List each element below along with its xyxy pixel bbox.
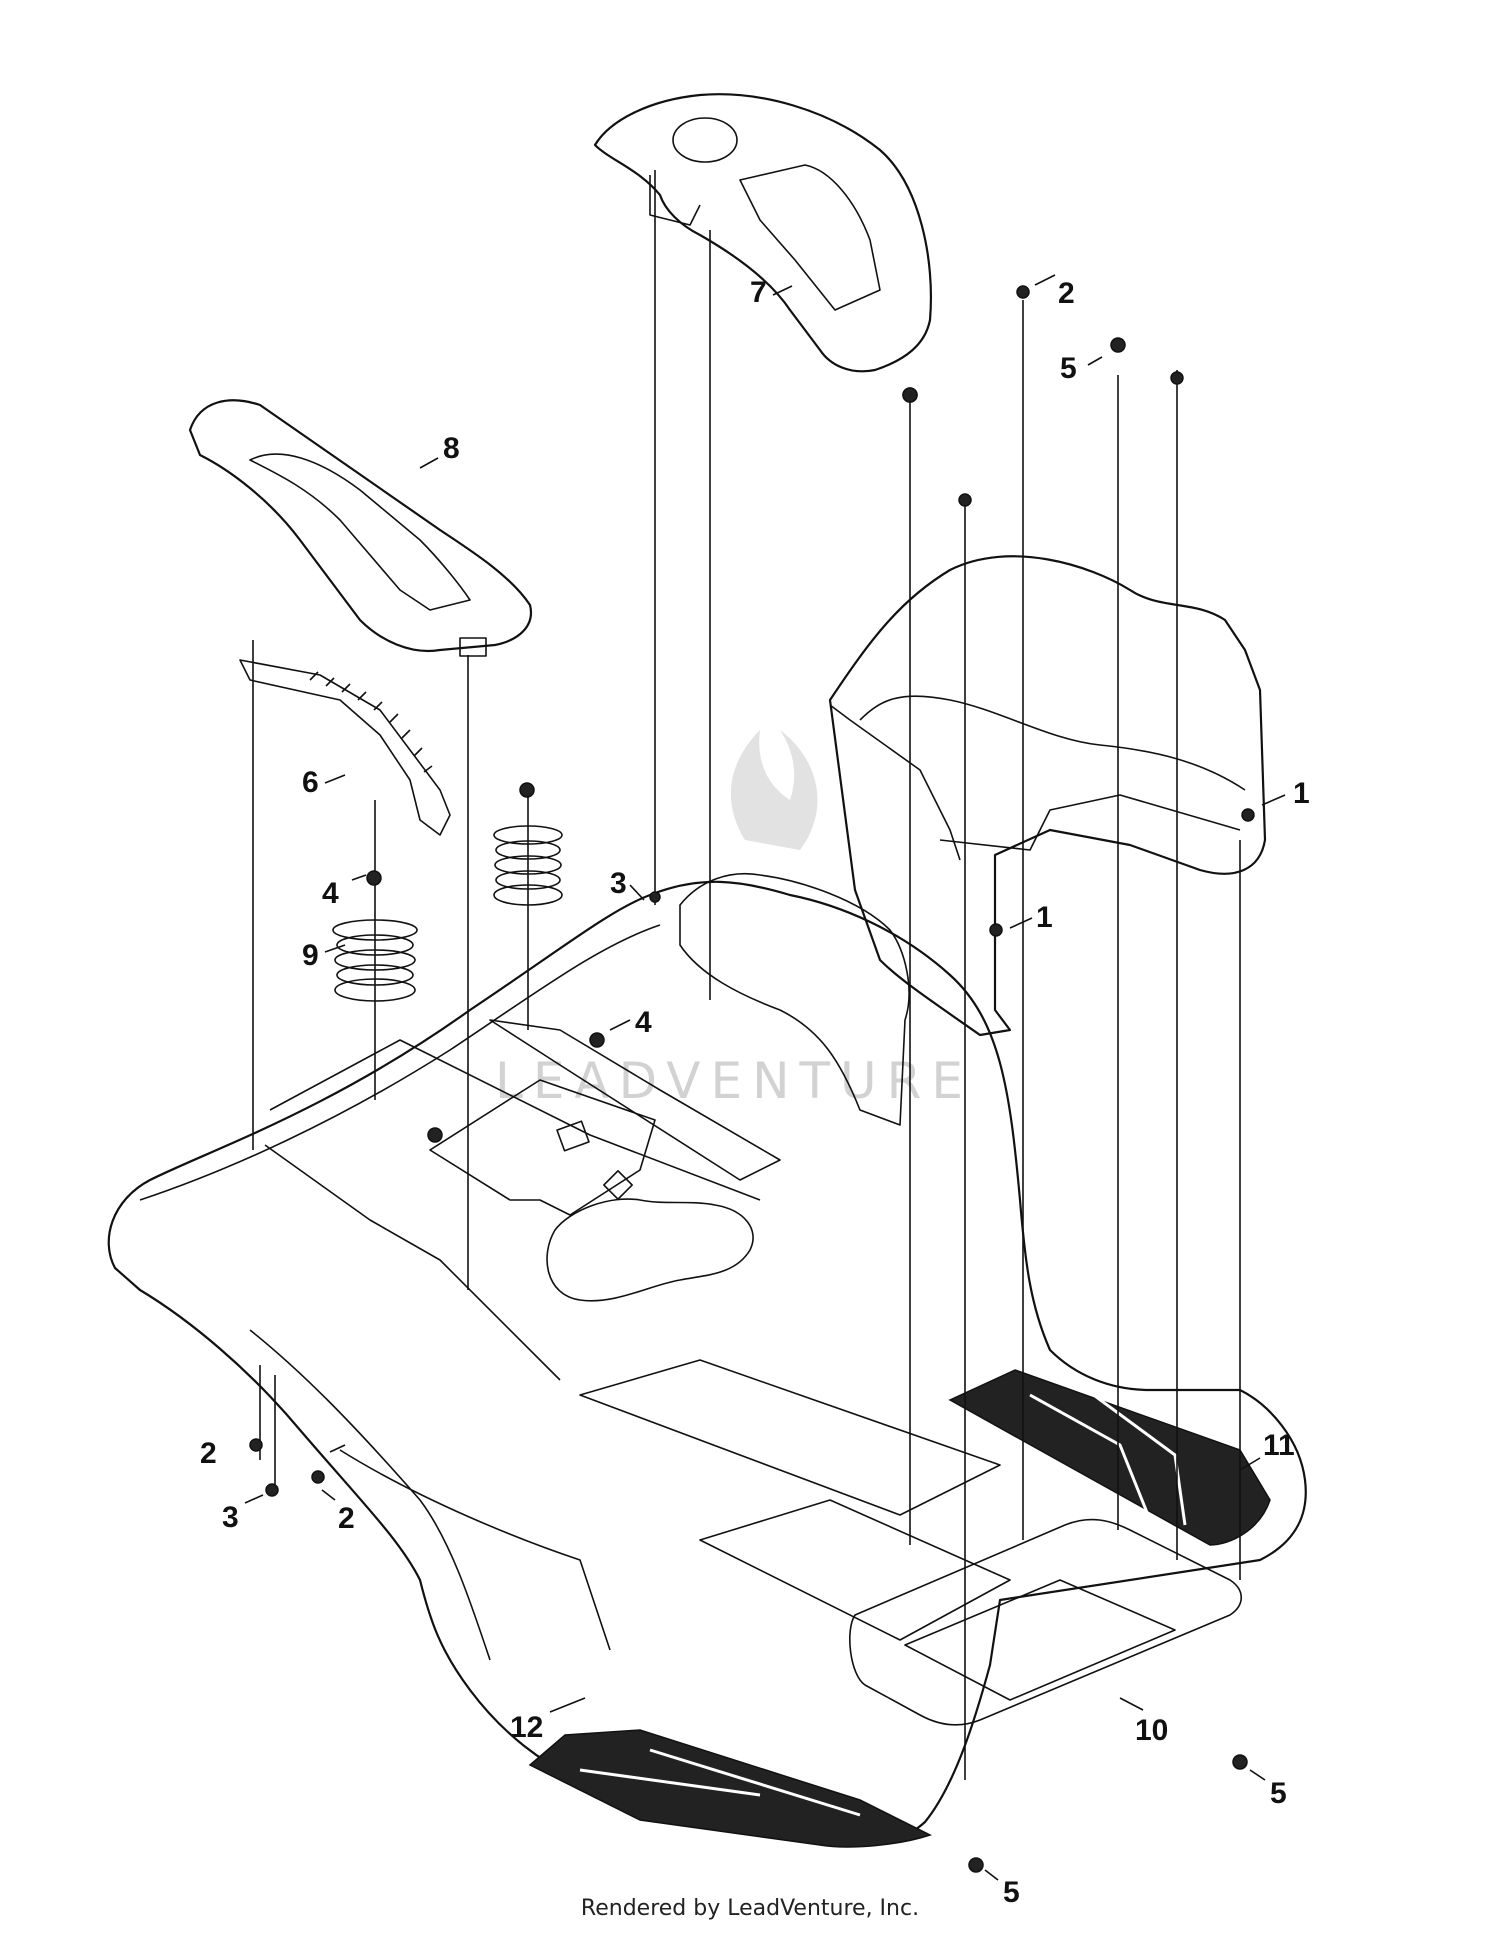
callout-4-left: 4	[322, 877, 339, 910]
bolt-center	[427, 1127, 443, 1143]
nut-center-right	[958, 493, 972, 507]
screw-2-top	[1016, 285, 1030, 299]
callout-6: 6	[302, 766, 319, 799]
console-cup-holder	[593, 93, 933, 373]
callout-3-left: 3	[222, 1501, 239, 1534]
seat-mount-plate	[429, 1079, 754, 1302]
screw-2-left	[249, 1438, 263, 1452]
screw-1-center	[989, 923, 1003, 937]
bolt-top	[519, 782, 535, 798]
callout-5-bottom: 5	[1003, 1876, 1020, 1909]
callout-4-center: 4	[635, 1006, 652, 1039]
nut-5-bottom	[968, 1857, 984, 1873]
callout-2-top: 2	[1058, 277, 1075, 310]
callout-2-left: 2	[200, 1437, 217, 1470]
callout-10: 10	[1135, 1714, 1168, 1747]
callout-labels: 1 1 2 2 2 3 3 4 4 5 5 5 6 7 8 9 10 11 12	[200, 276, 1310, 1909]
callout-1-right: 1	[1293, 777, 1310, 810]
stud-3	[649, 891, 661, 903]
watermark: LEADVENTURE	[495, 730, 973, 1110]
seat-adjust-bracket	[239, 659, 451, 836]
floor-mat-right	[948, 1369, 1271, 1546]
nut-5-top	[1110, 337, 1126, 353]
screw-2-bottom	[311, 1470, 325, 1484]
screw-3-left	[265, 1483, 279, 1497]
bolt-4	[366, 870, 382, 886]
console-top-left	[188, 399, 533, 657]
callout-5-top: 5	[1060, 352, 1077, 385]
callout-11: 11	[1263, 1429, 1295, 1462]
floor-pan	[849, 1518, 1243, 1726]
callout-8: 8	[443, 432, 460, 465]
callout-12: 12	[510, 1711, 543, 1744]
callout-5-right: 5	[1270, 1777, 1287, 1810]
footer-credit: Rendered by LeadVenture, Inc.	[580, 1896, 920, 1921]
callout-1-center: 1	[1036, 901, 1053, 934]
rear-fender-body	[107, 880, 1307, 1847]
leader-lines	[244, 274, 1286, 1881]
bolt-4-center	[589, 1032, 605, 1048]
callout-2-bottom: 2	[338, 1502, 355, 1535]
watermark-text: LEADVENTURE	[495, 1052, 973, 1110]
callout-7: 7	[750, 276, 767, 309]
nut-5-right	[1232, 1754, 1248, 1770]
fasteners	[249, 285, 1255, 1873]
assembly-lines	[252, 170, 1241, 1780]
side-rail	[679, 873, 910, 1126]
callout-9: 9	[302, 939, 319, 972]
screw-1-right	[1241, 808, 1255, 822]
floor-mat-left	[528, 1729, 932, 1848]
callout-3-top: 3	[610, 867, 627, 900]
nut-top-right	[1170, 371, 1184, 385]
rear-cover	[828, 555, 1267, 1037]
